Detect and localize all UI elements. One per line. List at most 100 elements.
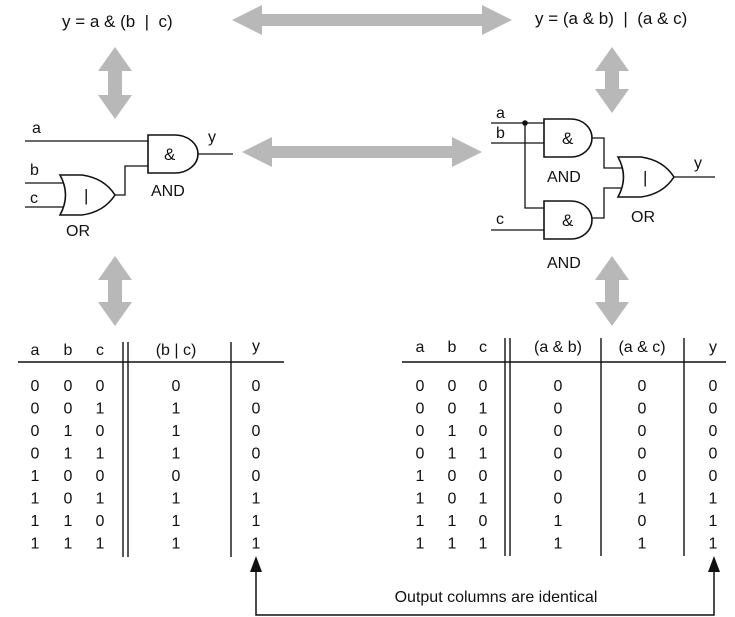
left-table-cell: 0 — [31, 401, 40, 418]
right-table-cell: 0 — [709, 446, 718, 463]
left-table-cell: 1 — [172, 423, 181, 440]
left-and-gate — [147, 134, 199, 174]
left-table-header: (b | c) — [156, 342, 197, 359]
identical-outputs-connector: Output columns are identical — [250, 556, 720, 616]
left-circuit: a b c y & AND | OR — [25, 120, 233, 240]
left-table-cell: 1 — [96, 491, 105, 508]
left-input-a-label: a — [32, 120, 41, 137]
left-table-cell: 1 — [172, 401, 181, 418]
left-table-cell: 0 — [96, 513, 105, 530]
right-or-gate — [616, 156, 675, 198]
right-and-top-label: AND — [547, 169, 581, 186]
right-table-cell: 0 — [709, 468, 718, 485]
left-table-cell: 1 — [96, 536, 105, 553]
left-table-cell: 1 — [64, 423, 73, 440]
left-table-cell: 0 — [252, 378, 261, 395]
right-table-cell: 1 — [448, 513, 457, 530]
right-wire-and2-to-or — [591, 187, 623, 219]
left-table-cell: 1 — [172, 446, 181, 463]
right-table-cell: 1 — [638, 536, 647, 553]
left-table-header: a — [31, 342, 40, 359]
right-table-cell: 0 — [479, 468, 488, 485]
right-output-y-label: y — [694, 155, 702, 172]
right-table-header: (a & b) — [534, 339, 582, 356]
left-table-cell: 1 — [31, 491, 40, 508]
equation-right: y = (a & b) | (a & c) — [535, 9, 687, 28]
left-table-cell: 0 — [252, 423, 261, 440]
right-table-cell: 1 — [479, 491, 488, 508]
left-table-cell: 1 — [64, 536, 73, 553]
left-table-cell: 0 — [96, 468, 105, 485]
left-table-cell: 1 — [31, 536, 40, 553]
left-table-cell: 1 — [172, 491, 181, 508]
arrow-right-eq-circuit — [595, 47, 629, 113]
left-table-cell: 1 — [64, 513, 73, 530]
right-table-cell: 1 — [709, 491, 718, 508]
left-table-cell: 1 — [96, 446, 105, 463]
right-table-cell: 0 — [448, 401, 457, 418]
right-table-cell: 0 — [638, 446, 647, 463]
left-table-cell: 0 — [96, 378, 105, 395]
right-table-cell: 0 — [638, 513, 647, 530]
right-table-cell: 1 — [709, 513, 718, 530]
left-table-cell: 1 — [172, 513, 181, 530]
right-table-cell: 0 — [416, 401, 425, 418]
right-table-cell: 0 — [416, 423, 425, 440]
right-table-cell: 0 — [448, 378, 457, 395]
left-table-cell: 1 — [31, 513, 40, 530]
arrow-circuits-link — [242, 137, 482, 167]
left-table-cell: 1 — [252, 536, 261, 553]
right-table-header: (a & c) — [618, 339, 665, 356]
left-table-cell: 0 — [64, 468, 73, 485]
right-table-cell: 0 — [638, 401, 647, 418]
right-table-cell: 0 — [416, 446, 425, 463]
right-table-cell: 0 — [638, 423, 647, 440]
left-input-b-label: b — [30, 162, 39, 179]
right-table-cell: 0 — [448, 491, 457, 508]
right-table-cell: 0 — [709, 378, 718, 395]
left-table-cell: 1 — [252, 491, 261, 508]
left-table-cell: 0 — [31, 446, 40, 463]
right-table-cell: 1 — [416, 491, 425, 508]
left-or-label: OR — [66, 223, 90, 240]
left-table-cell: 0 — [64, 378, 73, 395]
left-or-symbol: | — [84, 186, 88, 205]
connector-line — [255, 566, 715, 616]
right-table-cell: 1 — [638, 491, 647, 508]
left-table-cell: 0 — [64, 491, 73, 508]
right-table-cell: 0 — [479, 513, 488, 530]
right-table-cell: 0 — [448, 468, 457, 485]
left-table-cell: 1 — [252, 513, 261, 530]
left-and-symbol: & — [164, 145, 176, 164]
right-table-cell: 0 — [554, 423, 563, 440]
equation-left: y = a & (b | c) — [62, 12, 173, 31]
right-table-cell: 0 — [479, 423, 488, 440]
right-table-cell: 0 — [709, 423, 718, 440]
right-table-header: y — [709, 339, 717, 356]
right-table-cell: 1 — [554, 536, 563, 553]
right-table-cell: 1 — [448, 423, 457, 440]
left-input-c-label: c — [30, 190, 38, 207]
arrow-right-circuit-table — [595, 256, 629, 326]
left-and-label: AND — [151, 183, 185, 200]
identical-outputs-note: Output columns are identical — [395, 589, 598, 606]
right-and-gate-bottom — [543, 200, 593, 240]
right-or-symbol: | — [643, 168, 647, 187]
right-table-cell: 1 — [448, 446, 457, 463]
left-table-cell: 0 — [172, 378, 181, 395]
left-table-cell: 1 — [172, 536, 181, 553]
right-or-label: OR — [631, 209, 655, 226]
right-table-header: c — [479, 339, 487, 356]
right-and-top-symbol: & — [562, 129, 574, 148]
right-input-c-label: c — [496, 211, 504, 228]
left-table-cell: 0 — [172, 468, 181, 485]
left-or-gate — [58, 174, 116, 216]
left-table-cell: 0 — [252, 446, 261, 463]
right-table-cell: 0 — [554, 468, 563, 485]
right-input-b-label: b — [496, 125, 505, 142]
right-table-cell: 0 — [554, 378, 563, 395]
right-table-cell: 1 — [709, 536, 718, 553]
